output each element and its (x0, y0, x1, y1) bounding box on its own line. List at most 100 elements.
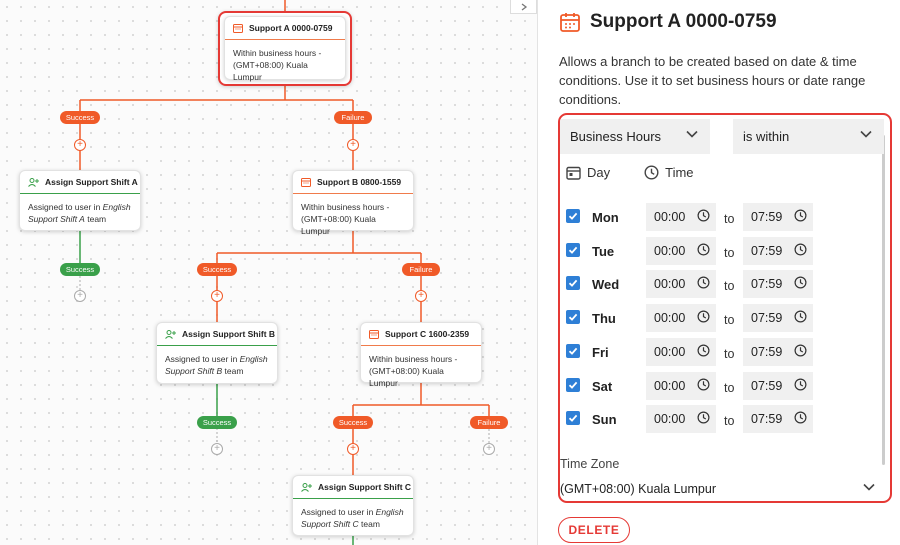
team-name-part2: Support Shift B (165, 366, 223, 376)
add-step-button[interactable]: + (347, 443, 359, 455)
day-row-fri: Fri 00:00 to 07:59 (566, 337, 866, 366)
panel-description: Allows a branch to be created based on d… (559, 54, 866, 107)
calendar-icon (301, 178, 311, 187)
day-name: Sat (592, 378, 613, 394)
to-label: to (724, 279, 735, 294)
assign-node-shift-b[interactable]: Assign Support Shift B Assigned to user … (156, 322, 278, 384)
team-name-part1: English (239, 354, 268, 364)
assign-suffix: team (87, 214, 107, 224)
start-time-input[interactable]: 00:00 (646, 371, 716, 400)
tab-day[interactable]: Day (566, 165, 610, 180)
add-step-button[interactable]: + (415, 290, 427, 302)
day-checkbox[interactable] (566, 276, 580, 291)
flow-canvas[interactable]: Support A 0000-0759 Within business hour… (0, 0, 537, 545)
day-name: Fri (592, 344, 609, 360)
end-time-input[interactable]: 07:59 (743, 236, 813, 265)
clock-icon (697, 310, 710, 323)
end-time-input[interactable]: 07:59 (743, 405, 813, 434)
start-time-value: 00:00 (654, 311, 686, 326)
clock-icon (697, 276, 710, 289)
success-branch-label: Success (197, 263, 237, 276)
clock-icon (794, 411, 807, 424)
team-name-part2: Support Shift A (28, 214, 85, 224)
failure-branch-label: Failure (334, 111, 372, 124)
clock-icon (794, 377, 807, 391)
start-time-input[interactable]: 00:00 (646, 203, 716, 231)
to-label: to (724, 346, 735, 361)
chevron-down-icon (860, 130, 872, 138)
condition-type-value: Business Hours (570, 129, 662, 144)
scrollbar[interactable] (882, 135, 885, 465)
add-step-button[interactable]: + (347, 139, 359, 151)
add-user-icon (165, 329, 176, 339)
add-user-icon (28, 177, 39, 187)
team-name-part2: Support Shift C (301, 519, 359, 529)
calendar-icon (233, 24, 243, 33)
collapse-panel-button[interactable] (510, 0, 537, 14)
clock-icon (697, 411, 710, 424)
start-time-value: 00:00 (654, 344, 686, 359)
operator-select[interactable]: is within (733, 119, 884, 154)
start-time-input[interactable]: 00:00 (646, 405, 716, 434)
add-step-button[interactable]: + (483, 443, 495, 455)
calendar-icon (369, 330, 379, 339)
end-time-input[interactable]: 07:59 (743, 337, 813, 366)
end-time-value: 07:59 (751, 243, 783, 258)
day-checkbox[interactable] (566, 242, 580, 257)
end-time-input[interactable]: 07:59 (743, 270, 813, 299)
clock-icon (794, 243, 807, 256)
end-time-input[interactable]: 07:59 (743, 304, 813, 333)
to-label: to (724, 380, 735, 395)
clock-icon (794, 310, 807, 323)
node-title: Assign Support Shift B (182, 329, 276, 339)
start-time-value: 00:00 (654, 277, 686, 292)
condition-type-select[interactable]: Business Hours (560, 119, 710, 154)
end-time-value: 07:59 (751, 311, 783, 326)
chevron-down-icon[interactable] (863, 483, 875, 491)
failure-branch-label: Failure (470, 416, 508, 429)
start-time-input[interactable]: 00:00 (646, 236, 716, 265)
add-step-button[interactable]: + (211, 290, 223, 302)
timezone-label: Time Zone (560, 457, 620, 471)
node-title: Support A 0000-0759 (249, 23, 333, 33)
calendar-icon (566, 166, 581, 180)
delete-button[interactable]: DELETE (558, 517, 630, 543)
clock-icon (794, 276, 807, 289)
assign-suffix: team (361, 519, 380, 529)
start-time-value: 00:00 (654, 412, 686, 427)
add-step-button[interactable]: + (211, 443, 223, 455)
tab-time[interactable]: Time (644, 165, 694, 180)
assign-node-shift-c[interactable]: Assign Support Shift C Assigned to user … (292, 475, 414, 536)
calendar-icon (560, 13, 580, 32)
check-icon (568, 414, 578, 423)
to-label: to (724, 414, 735, 429)
start-time-input[interactable]: 00:00 (646, 304, 716, 333)
end-time-input[interactable]: 07:59 (743, 371, 813, 400)
clock-icon (794, 344, 807, 357)
condition-node-support-c[interactable]: Support C 1600-2359 Within business hour… (360, 322, 482, 388)
assign-prefix: Assigned to user in (165, 354, 238, 364)
tab-day-label: Day (587, 165, 611, 180)
chevron-down-icon (686, 130, 698, 138)
condition-node-support-a[interactable]: Support A 0000-0759 Within business hour… (224, 16, 346, 82)
start-time-input[interactable]: 00:00 (646, 337, 716, 366)
day-checkbox[interactable] (566, 209, 580, 223)
clock-icon (644, 165, 659, 180)
node-desc-line2: (GMT+08:00) Kuala Lumpur (301, 214, 376, 236)
add-user-icon (301, 482, 312, 492)
day-checkbox[interactable] (566, 310, 580, 325)
start-time-input[interactable]: 00:00 (646, 270, 716, 299)
end-time-input[interactable]: 07:59 (743, 203, 813, 231)
failure-branch-label: Failure (402, 263, 440, 276)
day-checkbox[interactable] (566, 343, 580, 358)
day-checkbox[interactable] (566, 411, 580, 426)
add-step-button[interactable]: + (74, 290, 86, 302)
assign-node-shift-a[interactable]: Assign Support Shift A Assigned to user … (19, 170, 141, 231)
check-icon (568, 347, 578, 355)
condition-node-support-b[interactable]: Support B 0800-1559 Within business hour… (292, 170, 414, 236)
day-checkbox[interactable] (566, 377, 580, 392)
timezone-select[interactable]: (GMT+08:00) Kuala Lumpur (560, 482, 716, 496)
add-step-button[interactable]: + (74, 139, 86, 151)
